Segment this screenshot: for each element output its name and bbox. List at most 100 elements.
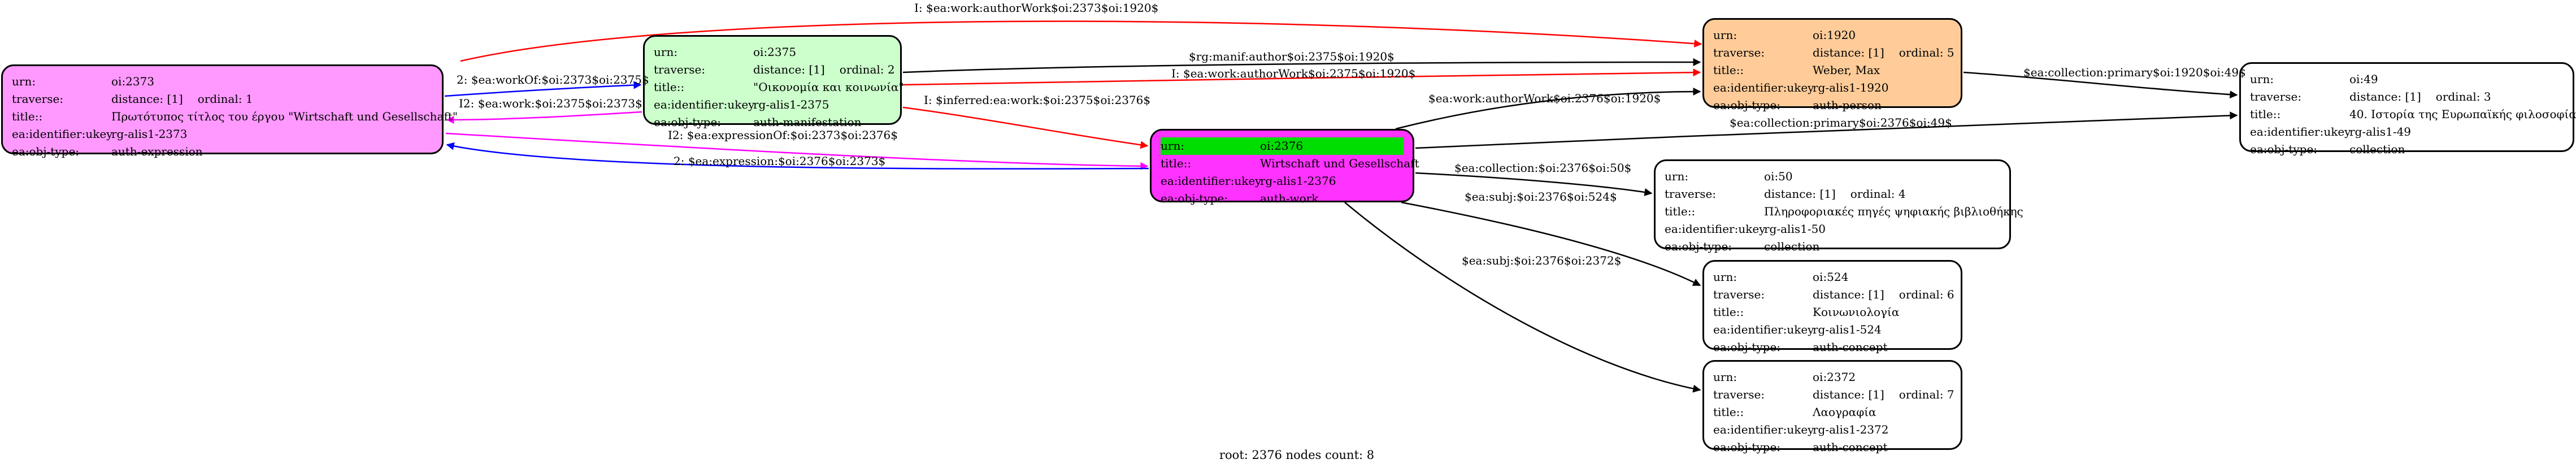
field-value: Κοινωνιολογία <box>1813 304 1899 321</box>
field-key: traverse: <box>1713 46 1765 59</box>
field-value: auth-concept <box>1813 339 1887 356</box>
field-key: title:: <box>1713 405 1744 419</box>
field-key: ea:identifier:ukey <box>1713 323 1814 336</box>
edge-subj-2376-2372 <box>1344 202 1701 393</box>
edge-expression-2376-2373 <box>446 142 1149 170</box>
field-value: distance: [1]ordinal: 6 <box>1813 286 1954 304</box>
field-value-text: distance: [1] <box>111 92 183 106</box>
edge-workof-2373-2375 <box>444 81 642 97</box>
node-field-row: title::Weber, Max <box>1713 62 1952 79</box>
node-field-row: title::Wirtschaft und Gesellschaft <box>1161 155 1419 172</box>
field-value-text: Λαογραφία <box>1813 405 1876 419</box>
edge-subj-2376-524 <box>1401 201 1701 287</box>
node-oi-2375[interactable]: urn:oi:2375 traverse: distance: [1]ordinal… <box>643 35 904 129</box>
node-field-row: traverse:distance: [1]ordinal: 5 <box>1713 44 1954 62</box>
field-value: "Οικονομία και κοινωνία" <box>753 79 904 96</box>
node-field-row: ea:obj-type: auth-expression <box>12 143 433 161</box>
field-key: ea:identifier:ukey <box>1665 222 1766 236</box>
field-value: distance: [1]ordinal: 2 <box>753 61 895 79</box>
field-value-text: distance: [1] <box>1813 388 1884 401</box>
field-value: auth-work <box>1260 190 1318 207</box>
field-key: urn: <box>1713 270 1737 284</box>
node-field-row: ea:obj-type:auth-person <box>1713 97 1952 114</box>
node-field-row: urn:oi:2373 <box>12 73 433 90</box>
node-field-row: urn: oi:1920 <box>1713 27 1952 44</box>
edge-label-authorwork-2375-1920: I: $ea:work:authorWork$oi:2375$oi:1920$ <box>1171 67 1416 80</box>
field-value: Πρωτότυπος τίτλος του έργου "Wirtschaft … <box>111 108 458 125</box>
edges-layer <box>444 20 2238 393</box>
field-value: rg-alis1-50 <box>1764 220 1826 238</box>
field-key: traverse: <box>1713 388 1765 401</box>
field-value: collection <box>1764 238 1819 255</box>
field-value: auth-expression <box>111 143 203 161</box>
edge-expressionof-2373-2376 <box>445 132 1149 170</box>
field-key: urn: <box>1713 28 1737 42</box>
node-field-row: traverse: distance: [1]ordinal: 6 <box>1713 286 1954 304</box>
field-value: collection <box>2349 141 2405 158</box>
field-value: 40. Ιστορία της Ευρωπαϊκής φιλοσοφίας <box>2349 106 2576 123</box>
node-oi-524[interactable]: urn: oi:524 traverse: distance: [1]ordinal:… <box>1702 260 1962 354</box>
field-key: ea:obj-type: <box>12 145 80 158</box>
field-key: ea:obj-type: <box>2250 142 2318 156</box>
node-oi-1920[interactable]: urn: oi:1920 traverse:distance: [1]ordinal… <box>1702 18 1962 112</box>
node-field-row: urn: oi:2376 <box>1161 137 1404 155</box>
field-value-text: auth-person <box>1813 98 1882 112</box>
edge-label-collection-2376-50: $ea:collection:$oi:2376$oi:50$ <box>1454 161 1632 175</box>
field-key: ea:identifier:ukey <box>1713 81 1814 94</box>
field-value-text: "Οικονομία και κοινωνία" <box>753 80 904 94</box>
field-value-text: rg-alis1-524 <box>1813 323 1882 336</box>
node-field-row: urn: oi:524 <box>1713 268 1952 286</box>
field-key: ea:identifier:ukey <box>12 127 113 141</box>
field-key: ea:obj-type: <box>1665 240 1732 253</box>
field-value: oi:1920 <box>1813 27 1856 44</box>
field-value-text: oi:2373 <box>111 75 155 88</box>
node-field-row: urn:oi:2375 <box>654 44 891 61</box>
field-value: distance: [1]ordinal: 4 <box>1764 185 1906 203</box>
edge-authorwork-2373-1920 <box>460 20 1702 62</box>
field-value-ordinal: ordinal: 1 <box>197 92 253 106</box>
field-key: ea:identifier:ukey <box>2250 125 2351 138</box>
field-value-text: Weber, Max <box>1813 63 1880 77</box>
field-key: title:: <box>1665 205 1696 218</box>
field-value-text: auth-concept <box>1813 340 1888 354</box>
field-value: oi:2373 <box>111 73 154 90</box>
field-value: oi:50 <box>1764 168 1793 185</box>
field-value-text: oi:524 <box>1813 270 1849 284</box>
field-key: title:: <box>2250 107 2281 121</box>
field-value: rg-alis1-2376 <box>1260 172 1336 190</box>
field-value-text: oi:1920 <box>1813 28 1856 42</box>
node-field-row: traverse:distance: [1]ordinal: 1 <box>12 90 433 108</box>
edge-label-collection-primary-2376-49: $ea:collection:primary$oi:2376$oi:49$ <box>1730 116 1952 129</box>
node-field-row: title::"Οικονομία και κοινωνία" <box>654 79 904 96</box>
field-value: rg-alis1-49 <box>2349 123 2411 141</box>
field-value-text: collection <box>2349 142 2405 156</box>
edge-label-expression-2376-2373: 2: $ea:expression:$oi:2376$oi:2373$ <box>674 154 886 168</box>
field-value: oi:2375 <box>753 44 796 61</box>
node-field-row: title::Λαογραφία <box>1713 404 1952 421</box>
field-value: oi:49 <box>2349 71 2378 88</box>
node-field-row: ea:obj-type: collection <box>1665 238 2000 255</box>
edge-label-workof-2373-2375: 2: $ea:workOf:$oi:2373$oi:2375$ <box>457 73 649 86</box>
field-key: traverse: <box>1713 288 1765 301</box>
field-value-text: oi:2376 <box>1260 139 1304 153</box>
field-key: ea:identifier:ukey <box>1161 174 1262 188</box>
edge-label-inferred-work-2375-2376: I: $inferred:ea:work:$oi:2375$oi:2376$ <box>924 93 1151 107</box>
edge-work-2375-2373 <box>446 111 642 124</box>
field-value-text: Wirtschaft und Gesellschaft <box>1260 157 1419 170</box>
field-key: traverse: <box>654 63 706 76</box>
field-key: urn: <box>1161 139 1185 153</box>
field-value: rg-alis1-1920 <box>1813 79 1888 97</box>
field-key: urn: <box>1665 170 1689 183</box>
field-value-text: rg-alis1-2372 <box>1813 423 1889 436</box>
field-value-ordinal: ordinal: 7 <box>1899 388 1954 401</box>
